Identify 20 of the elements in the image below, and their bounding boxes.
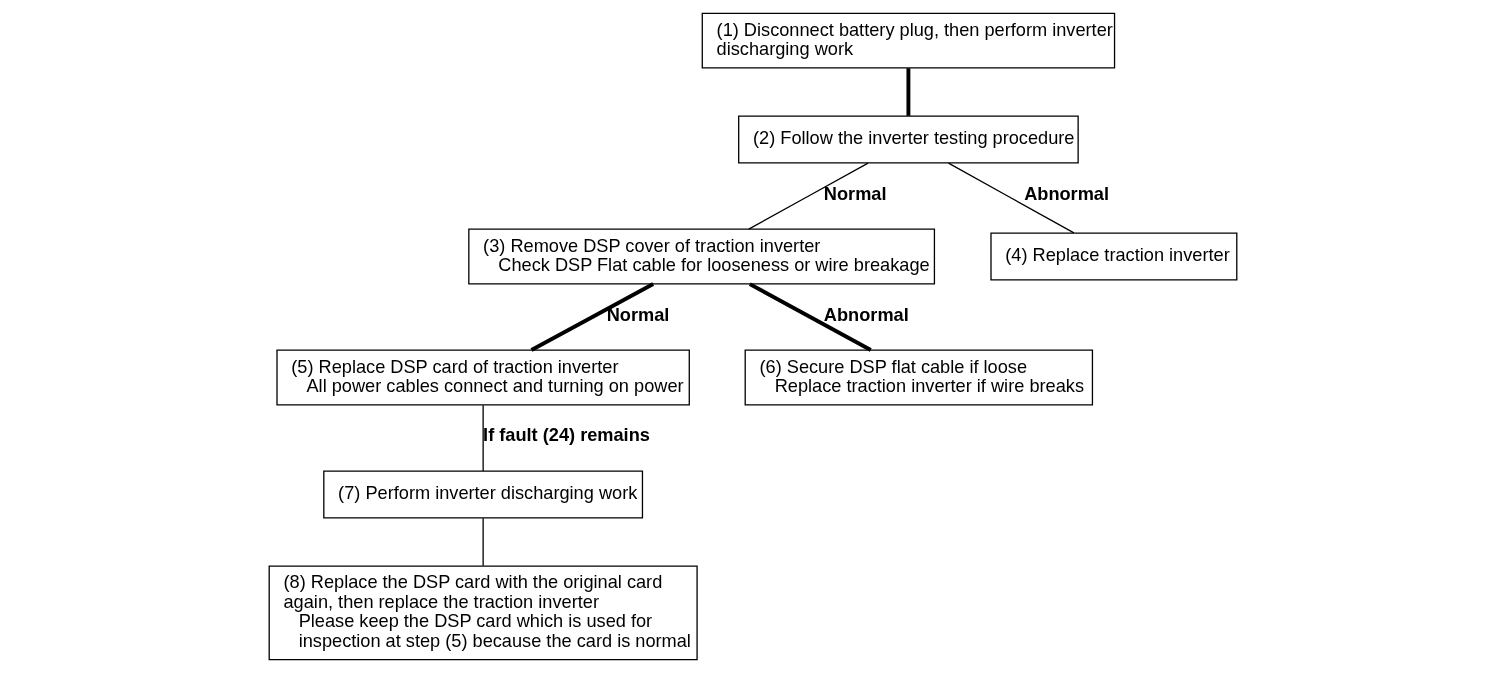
- node-box: (1) Disconnect battery plug, then perform inverter discharging work: [701, 12, 1115, 69]
- connector: [748, 282, 872, 352]
- edge-label: Abnormal: [1023, 183, 1109, 204]
- node-box: (6) Secure DSP flat cable if loose Replace traction inverter if wire breaks: [744, 349, 1093, 406]
- node-box: (4) Replace traction inverter: [989, 232, 1237, 281]
- node-box: (2) Follow the inverter testing procedure: [737, 115, 1079, 164]
- connector: [482, 404, 484, 472]
- edge-label: Abnormal: [823, 304, 909, 325]
- node-box: (7) Perform inverter discharging work: [322, 470, 643, 519]
- edge-label: Normal: [823, 183, 887, 204]
- edge-label: If fault (24) remains: [482, 425, 650, 446]
- connector: [947, 162, 1075, 234]
- connector: [747, 162, 869, 230]
- node-box: (8) Replace the DSP card with the original card again, then replace the traction inverter Please keep the DSP card which is used for inspection at step (5) because the card is normal: [268, 565, 698, 661]
- node-box: (5) Replace DSP card of traction inverter All power cables connect and turning on power: [275, 349, 690, 406]
- edge-label: Normal: [606, 304, 669, 325]
- node-box: (3) Remove DSP cover of traction inverter Check DSP Flat cable for looseness or wire breakage: [467, 228, 935, 285]
- connector: [905, 68, 910, 116]
- connector: [482, 517, 484, 567]
- connector: [530, 282, 654, 352]
